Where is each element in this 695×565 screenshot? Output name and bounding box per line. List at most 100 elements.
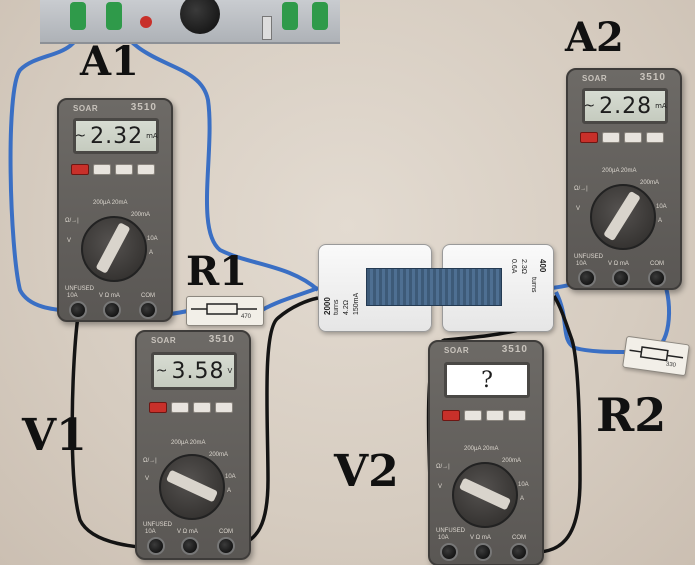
meter-display: ~ 2.32 mA [73, 118, 159, 154]
term-label-com: COM [512, 535, 526, 541]
terminal-com [139, 301, 157, 319]
function-button-3 [508, 410, 526, 421]
dial-pointer [458, 477, 512, 511]
terminal-com [510, 543, 528, 561]
range-label-ohm: Ω/→| [143, 458, 157, 464]
range-label-1: 200µA 20mA [464, 446, 499, 452]
green-jack-4 [312, 2, 328, 30]
label-r1: R1 [186, 248, 248, 295]
range-label-1: 200µA 20mA [602, 168, 637, 174]
range-label-2: 200mA [502, 458, 522, 464]
resistor-r1: 470 [186, 296, 264, 326]
terminal-com [217, 537, 235, 555]
label-a1: A1 [80, 38, 139, 85]
iron-core [366, 268, 502, 306]
function-button-3 [137, 164, 155, 175]
range-label-ohm: Ω/→| [436, 464, 450, 470]
voltmeter-v1: SOAR 3510 ~ 3.58 V 200µA 20mA 200mA Ω/→|… [135, 330, 251, 560]
range-label-2: 200mA [209, 452, 229, 458]
meter-display: ? [444, 362, 530, 398]
term-label-vohm: V Ω mA [470, 535, 491, 541]
unfused-label: UNFUSED [436, 528, 466, 534]
term-label-a: 10A [67, 293, 78, 299]
green-jack-2 [106, 2, 122, 30]
primary-resistance: 4.2Ω [343, 300, 350, 315]
power-button [442, 410, 460, 421]
ammeter-a1: SOAR 3510 ~ 2.32 mA 200µA 20mA 200mA Ω/→… [57, 98, 173, 322]
label-a2: A2 [565, 14, 624, 61]
red-indicator-icon [140, 16, 152, 28]
label-v2: V2 [334, 446, 399, 497]
meter-unit: mA [655, 102, 667, 110]
toggle-switch [262, 16, 272, 40]
function-button-2 [193, 402, 211, 413]
meter-brand: SOAR [151, 336, 177, 345]
meter-brand: SOAR [444, 346, 470, 355]
term-label-a: 10A [576, 261, 587, 267]
function-button-2 [115, 164, 133, 175]
label-r2: R2 [596, 388, 667, 442]
function-button-3 [646, 132, 664, 143]
function-button-1 [602, 132, 620, 143]
meter-model: 3510 [639, 72, 666, 83]
unfused-label: UNFUSED [65, 286, 95, 292]
selector-dial [159, 454, 225, 520]
power-button [149, 402, 167, 413]
ac-symbol: ~ [155, 363, 168, 379]
ammeter-a2: SOAR 3510 ~ 2.28 mA 200µA 20mA 200mA Ω/→… [566, 68, 682, 290]
range-label-a: A [658, 218, 663, 224]
range-label-a: A [227, 488, 232, 494]
secondary-turns-unit: turns [530, 277, 537, 293]
meter-reading: 2.28 [599, 93, 653, 119]
range-label-1: 200µA 20mA [93, 200, 128, 206]
resistor-symbol-icon [191, 303, 257, 315]
meter-model: 3510 [501, 344, 528, 355]
terminal-com [648, 269, 666, 287]
term-label-com: COM [219, 529, 233, 535]
meter-model: 3510 [208, 334, 235, 345]
resistor-symbol-icon [629, 346, 684, 362]
primary-turns-unit: turns [333, 299, 340, 315]
resistor-r2: 330 [622, 335, 690, 377]
terminal-vohm [181, 537, 199, 555]
terminal-10a [69, 301, 87, 319]
range-label-v: V [438, 484, 443, 490]
range-label-a: A [149, 250, 154, 256]
terminal-vohm [612, 269, 630, 287]
range-label-10a: 10A [147, 236, 158, 242]
green-jack-1 [70, 2, 86, 30]
dial-pointer [603, 190, 641, 242]
term-label-a: 10A [438, 535, 449, 541]
meter-reading: ? [481, 367, 494, 393]
primary-turns: 2000 [323, 297, 332, 315]
label-v1: V1 [22, 410, 87, 461]
selector-dial [452, 462, 518, 528]
terminal-vohm [103, 301, 121, 319]
wire-black-v2-com-to-transformer [525, 295, 582, 555]
resistor-value: 330 [665, 361, 677, 369]
wire-black-v1-com-to-transformer [227, 296, 319, 548]
meter-display: ~ 2.28 mA [582, 88, 668, 124]
primary-current: 150mA [353, 292, 360, 315]
meter-brand: SOAR [73, 104, 99, 113]
secondary-current: 0.6A [510, 259, 517, 274]
green-jack-3 [282, 2, 298, 30]
power-button [71, 164, 89, 175]
function-button-1 [464, 410, 482, 421]
meter-display: ~ 3.58 V [151, 352, 237, 390]
function-button-2 [624, 132, 642, 143]
wire-blue-psu-to-transformer [113, 19, 320, 292]
power-supply [40, 0, 340, 44]
range-label-10a: 10A [225, 474, 236, 480]
function-button-3 [215, 402, 233, 413]
dial-pointer [165, 469, 219, 503]
function-button-1 [93, 164, 111, 175]
terminal-10a [440, 543, 458, 561]
function-button-2 [486, 410, 504, 421]
term-label-vohm: V Ω mA [99, 293, 120, 299]
terminal-10a [578, 269, 596, 287]
terminal-vohm [474, 543, 492, 561]
secondary-resistance: 2.3Ω [520, 259, 527, 274]
term-label-com: COM [650, 261, 664, 267]
